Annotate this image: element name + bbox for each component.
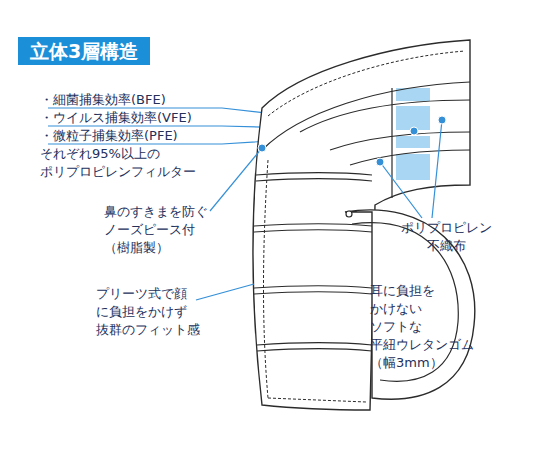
leader-line (196, 284, 254, 300)
pleat-line (257, 349, 372, 351)
layer-band (396, 154, 430, 180)
pleat-line (254, 292, 372, 294)
leader-line (380, 162, 422, 218)
callout-label: ポリプロピレン 不織布 (394, 219, 498, 255)
pleat-line (254, 230, 372, 232)
pleat-line (350, 150, 470, 165)
callout-label: 耳に負担を かけない ソフトな 平紐ウレタンゴム （幅3mm） (370, 282, 500, 372)
pleat-line (330, 132, 470, 150)
leader-line (210, 148, 262, 211)
callout-label: ・ウイルス捕集効率(VFE) (40, 109, 260, 127)
layer-band (396, 106, 430, 130)
callout-dot (438, 116, 446, 124)
stitch-line (268, 398, 366, 402)
callout-label: プリーツ式で顔 に負担をかけず 抜群のフィット感 (96, 285, 246, 339)
callout-label: ・細菌捕集効率(BFE) (40, 91, 260, 109)
callout-dot (410, 127, 418, 135)
pleat-line (254, 286, 372, 288)
callout-label: ・微粒子捕集効率(PFE) (40, 127, 260, 145)
pleat-line (256, 173, 372, 175)
edge-line (391, 88, 392, 198)
stitch-line (268, 51, 465, 116)
callout-label: それぞれ95%以上の ポリプロピレンフィルター (40, 145, 240, 181)
callout-label: 鼻のすきまを防ぐ ノーズピース付 （樹脂製） (104, 203, 254, 257)
pleat-line (256, 179, 372, 181)
stitch-line (264, 160, 269, 398)
rivet (346, 211, 352, 217)
title-banner: 立体3層構造 (18, 37, 150, 65)
leader-line (432, 120, 442, 218)
pleat-line (262, 82, 470, 150)
callout-dot (376, 158, 384, 166)
layer-band (396, 136, 430, 148)
pleat-line (257, 343, 372, 345)
callout-dot (258, 144, 266, 152)
pleat-line (300, 100, 470, 132)
